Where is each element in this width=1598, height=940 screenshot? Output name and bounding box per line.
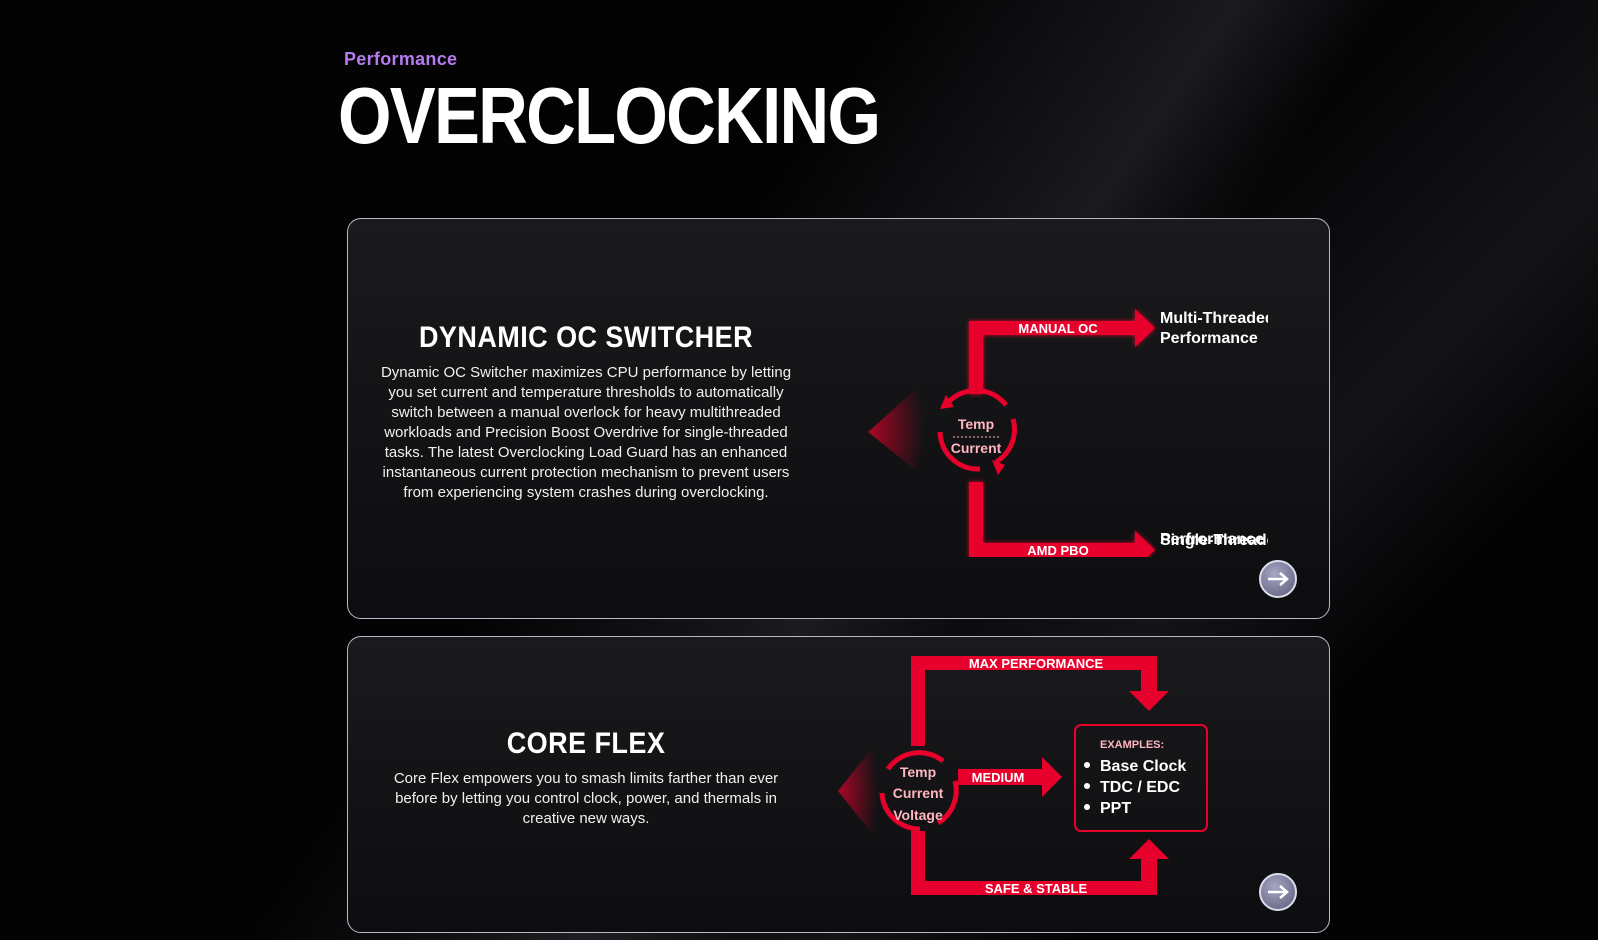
feature-card-dynamic-oc: DYNAMIC OC SWITCHER Dynamic OC Switcher … (347, 218, 1330, 619)
single-threaded-label: Single-Threaded (1160, 532, 1268, 549)
manual-oc-label: MANUAL OC (1018, 321, 1098, 336)
hub-label-current: Current (951, 440, 1002, 456)
arrow-right-icon (1268, 572, 1289, 586)
safe-stable-label: SAFE & STABLE (985, 881, 1088, 896)
multi-threaded-label: Performance (1160, 330, 1258, 347)
hub-label-current: Current (893, 785, 944, 801)
ring-arrow-tip (940, 395, 954, 409)
single-threaded-label-line2: Perfrormance (1160, 531, 1265, 548)
glow-beam (868, 382, 924, 477)
next-arrow-button[interactable] (1259, 873, 1297, 911)
core-flex-diagram: Temp Current Voltage MAX PERFORMANCE MED… (838, 656, 1208, 896)
example-item: Base Clock (1100, 758, 1186, 775)
card-title: CORE FLEX (506, 727, 666, 760)
next-arrow-button[interactable] (1259, 560, 1297, 598)
hub-label-temp: Temp (900, 764, 936, 780)
card-description: Dynamic OC Switcher maximizes CPU perfor… (380, 364, 792, 501)
bullet (1084, 783, 1090, 789)
examples-box (1074, 724, 1208, 832)
card-title: DYNAMIC OC SWITCHER (418, 321, 754, 354)
card-description: Core Flex empowers you to smash limits f… (393, 770, 779, 827)
bullet (1084, 762, 1090, 768)
arrow-right-icon (1268, 885, 1289, 899)
max-performance-label: MAX PERFORMANCE (969, 656, 1104, 671)
hub-label-voltage: Voltage (893, 807, 943, 823)
hub-ring (879, 750, 959, 832)
medium-label: MEDIUM (972, 770, 1025, 785)
card-text: CORE FLEX Core Flex empowers you to smas… (378, 727, 794, 829)
max-performance-arrow (911, 656, 1169, 746)
medium-arrow (958, 757, 1062, 797)
safe-stable-arrow (911, 831, 1169, 895)
amd-pbo-label: AMD PBO (1027, 543, 1088, 557)
dynamic-oc-diagram: Temp Current MANUAL OC AMD PBO Multi-Thr… (868, 309, 1268, 557)
example-item: TDC / EDC (1100, 779, 1180, 796)
bullet (1084, 804, 1090, 810)
feature-card-core-flex: CORE FLEX Core Flex empowers you to smas… (347, 636, 1330, 933)
page-title: OVERCLOCKING (338, 71, 881, 160)
amd-pbo-arrow (969, 482, 1155, 557)
multi-threaded-label: Multi-Threaded (1160, 310, 1268, 327)
example-item: PPT (1100, 800, 1131, 817)
section-eyebrow: Performance (344, 49, 458, 69)
glow-beam (838, 741, 878, 841)
hub-label-temp: Temp (958, 416, 994, 432)
examples-title: EXAMPLES: (1100, 739, 1164, 751)
card-text: DYNAMIC OC SWITCHER Dynamic OC Switcher … (378, 321, 794, 503)
manual-oc-arrow (969, 309, 1155, 394)
ring-arrow-tip (992, 460, 1005, 475)
